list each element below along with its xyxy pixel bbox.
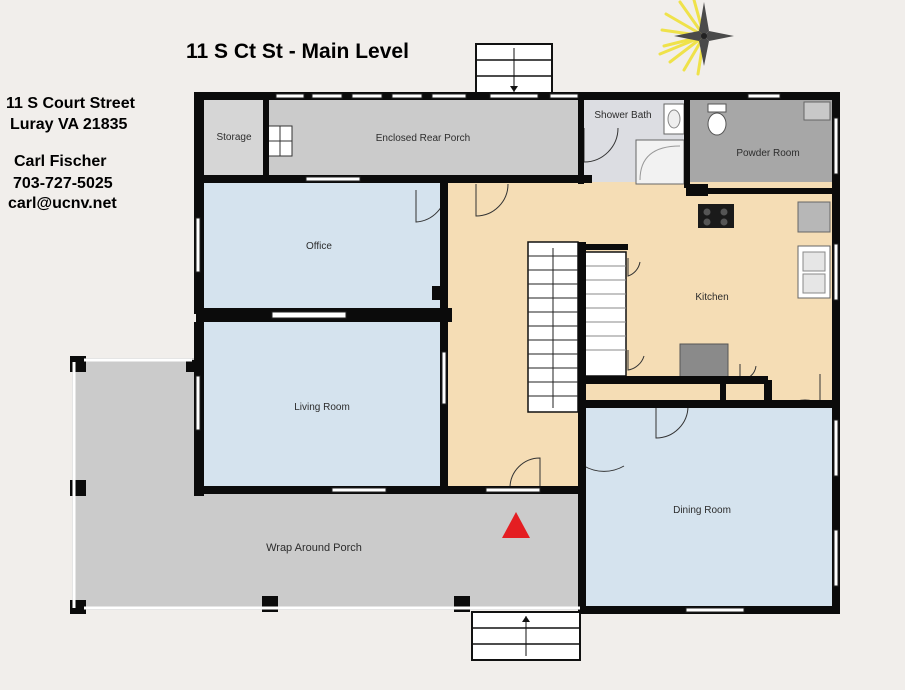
- rear-steps: [475, 43, 553, 97]
- label-enclosed-rear-porch: Enclosed Rear Porch: [376, 133, 471, 144]
- dining-room-floor: [582, 404, 836, 612]
- living-room-floor: [200, 322, 446, 490]
- front-steps: [471, 611, 581, 661]
- room-labels: Storage Enclosed Rear Porch Shower Bath …: [216, 110, 799, 554]
- label-storage: Storage: [216, 132, 251, 143]
- label-shower-bath: Shower Bath: [594, 110, 651, 121]
- windows: [195, 93, 839, 613]
- fixtures: [267, 101, 831, 379]
- label-powder-room: Powder Room: [736, 148, 799, 159]
- office-floor: [200, 182, 446, 310]
- cellar-stairs: [583, 251, 627, 377]
- storage-floor: [200, 96, 266, 178]
- dishwasher-icon: [679, 343, 729, 379]
- contact-name: Carl Fischer: [14, 153, 107, 170]
- address-line-2: Luray VA 21835: [10, 116, 128, 133]
- label-office: Office: [306, 241, 332, 252]
- shower-icon: [635, 139, 685, 185]
- kitchen-sink-icon: [797, 245, 831, 299]
- refrigerator-icon: [797, 201, 831, 233]
- compass-rose-icon: [658, 0, 734, 76]
- address-line-1: 11 S Court Street: [6, 95, 135, 112]
- page-title: 11 S Ct St - Main Level: [186, 40, 409, 63]
- label-kitchen: Kitchen: [695, 292, 728, 303]
- porch-railing: [72, 358, 580, 610]
- main-stairs: [527, 241, 579, 413]
- contact-email: carl@ucnv.net: [8, 195, 117, 212]
- powder-sink-icon: [803, 101, 831, 121]
- contact-phone: 703-727-5025: [13, 175, 113, 192]
- stove-icon: [698, 204, 734, 228]
- entry-marker-icon: [502, 512, 530, 538]
- toilet-icon: [707, 103, 727, 136]
- label-living-room: Living Room: [294, 402, 350, 413]
- label-wrap-around-porch: Wrap Around Porch: [266, 542, 362, 554]
- label-dining-room: Dining Room: [673, 505, 731, 516]
